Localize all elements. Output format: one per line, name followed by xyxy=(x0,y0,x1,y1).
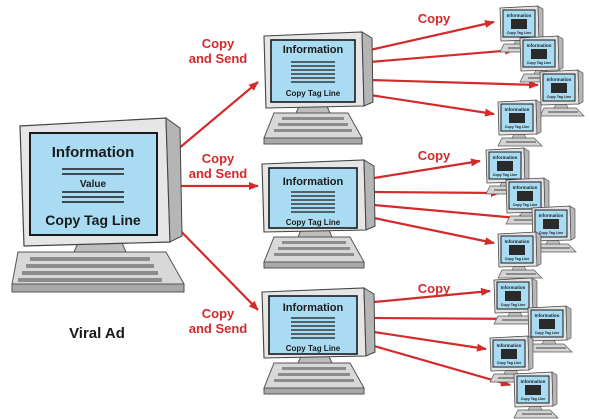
arrow-relay-2-to-leaf-3 xyxy=(373,203,529,223)
arrow-relay-3-to-leaf-4 xyxy=(373,344,511,387)
leaf-tagline: Copy Tag Line xyxy=(493,173,518,177)
leaf-title: Information xyxy=(493,155,518,160)
relay-3-send-label-line1: Copy xyxy=(202,306,235,321)
leaf-title: Information xyxy=(507,13,532,18)
relay-3-send-label-line2: and Send xyxy=(189,321,248,336)
leaf-title: Information xyxy=(521,379,546,384)
relay-3-title: Information xyxy=(283,302,344,314)
source-tagline: Copy Tag Line xyxy=(45,212,141,228)
arrow-relay-1-to-leaf-1 xyxy=(369,20,495,52)
leaf-tagline: Copy Tag Line xyxy=(539,231,564,235)
leaf-tagline: Copy Tag Line xyxy=(497,361,522,365)
arrow-relay-1-to-leaf-4 xyxy=(369,93,495,117)
source-text-lines xyxy=(62,168,124,203)
relay-1-copy-label: Copy xyxy=(418,11,451,26)
leaf-title: Information xyxy=(497,343,522,348)
leaf-title: Information xyxy=(539,213,564,218)
leaf-tagline: Copy Tag Line xyxy=(501,303,526,307)
leaf-tagline: Copy Tag Line xyxy=(505,257,530,261)
source-title: Information xyxy=(52,144,135,161)
relay-2-copy-label: Copy xyxy=(418,148,451,163)
arrow-relay-2-to-leaf-2 xyxy=(373,188,501,197)
leaf-tagline: Copy Tag Line xyxy=(527,61,552,65)
leaf-tagline: Copy Tag Line xyxy=(535,331,560,335)
relay-2-send-label-line1: Copy xyxy=(202,151,235,166)
leaf-title: Information xyxy=(505,239,530,244)
relay-3-tagline: Copy Tag Line xyxy=(286,344,341,353)
arrow-relay-1-to-leaf-3 xyxy=(369,78,539,89)
leaf-title: Information xyxy=(505,107,530,112)
relay-3-copy-label: Copy xyxy=(418,281,451,296)
relay-1-title: Information xyxy=(283,44,344,56)
source-caption: Viral Ad xyxy=(69,325,125,342)
relay-computer-1: Information Copy Tag Line xyxy=(263,31,374,145)
leaf-tagline: Copy Tag Line xyxy=(507,31,532,35)
source-value: Value xyxy=(80,179,107,190)
relay-1-tagline: Copy Tag Line xyxy=(286,89,341,98)
relay-2-tagline: Copy Tag Line xyxy=(286,218,341,227)
arrow-relay-1-to-leaf-2 xyxy=(369,46,515,64)
leaf-tagline: Copy Tag Line xyxy=(521,397,546,401)
source-computer: Information Value Copy Tag Line xyxy=(11,117,185,293)
arrow-relay-2-to-leaf-1 xyxy=(373,158,481,180)
leaf-title: Information xyxy=(527,43,552,48)
leaf-title: Information xyxy=(535,313,560,318)
leaf-tagline: Copy Tag Line xyxy=(547,95,572,99)
arrow-relay-3-to-leaf-3 xyxy=(373,330,487,352)
relay-2-title: Information xyxy=(283,176,344,188)
relay-computer-2: Information Copy Tag Line xyxy=(261,159,376,269)
leaf-tagline: Copy Tag Line xyxy=(513,203,538,207)
leaf-title: Information xyxy=(547,77,572,82)
relay-2-send-label-line2: and Send xyxy=(189,166,248,181)
leaf-title: Information xyxy=(513,185,538,190)
arrow-relay-3-to-leaf-1 xyxy=(373,287,491,304)
relay-computer-3: Information Copy Tag Line xyxy=(261,287,376,395)
leaf-title: Information xyxy=(501,285,526,290)
relay-1-send-label-line1: Copy xyxy=(202,36,235,51)
relay-1-send-label-line2: and Send xyxy=(189,51,248,66)
arrow-relay-2-to-leaf-4 xyxy=(373,216,495,246)
source-keyboard xyxy=(11,251,185,293)
leaf-tagline: Copy Tag Line xyxy=(505,125,530,129)
